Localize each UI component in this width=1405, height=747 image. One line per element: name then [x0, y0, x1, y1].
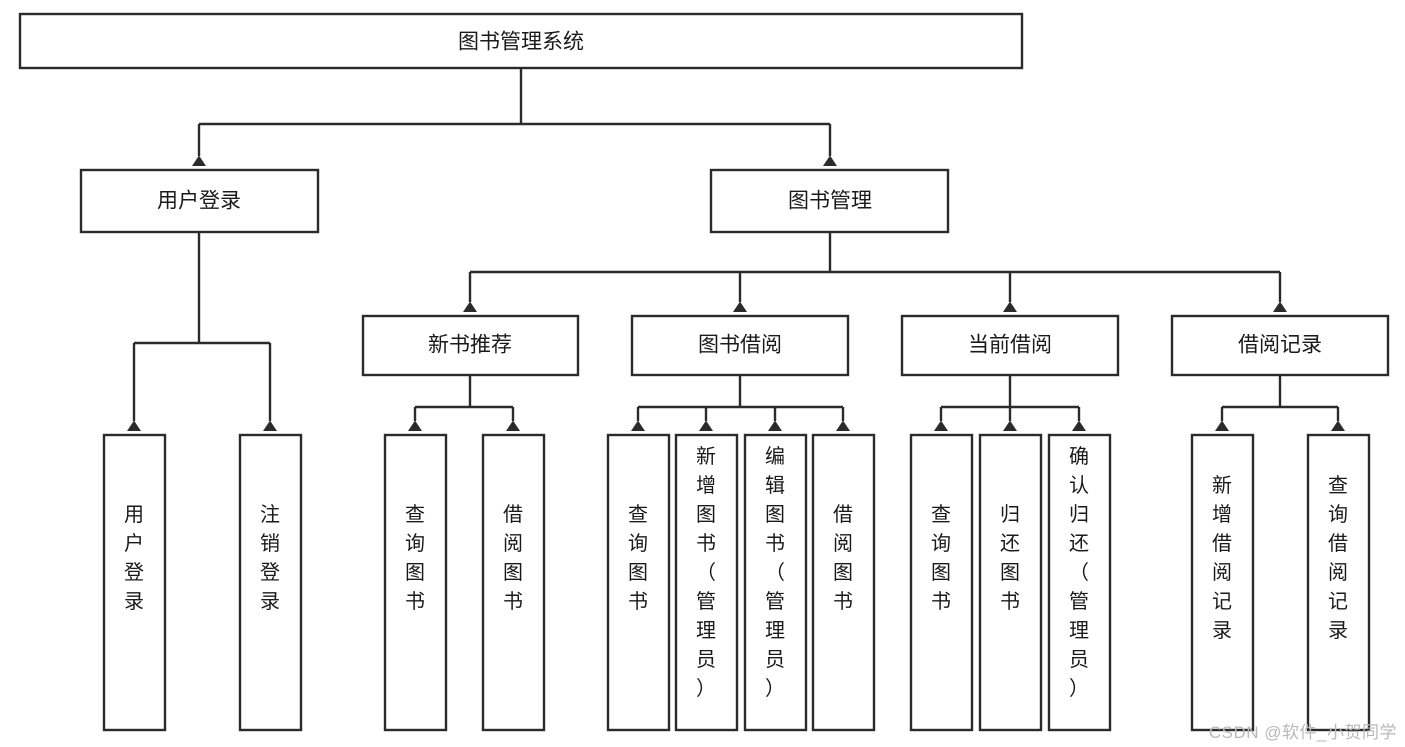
node-leaf-user-login-label: 用户登录 [124, 504, 144, 613]
node-leaf-borrow-book-2[interactable]: 借阅图书 [811, 433, 876, 732]
node-leaf-confirm-return[interactable]: 确认归还（管理员） [1047, 433, 1112, 732]
node-book-manage[interactable]: 图书管理 [709, 168, 950, 234]
node-leaf-logout-login-label: 注销登录 [260, 503, 280, 613]
node-root-box[interactable] [18, 12, 1024, 70]
node-new-book-recommend-box[interactable] [361, 314, 580, 377]
connector-group-current-borrow [934, 375, 1086, 431]
node-leaf-return-book-label: 归还图书 [1000, 503, 1020, 613]
node-leaf-borrow-book-2-label: 借阅图书 [833, 503, 853, 613]
node-leaf-query-book-2[interactable]: 查询图书 [606, 433, 671, 732]
node-current-borrow-label: 当前借阅 [968, 334, 1052, 357]
node-book-borrow-label: 图书借阅 [698, 334, 782, 357]
node-book-manage-label: 图书管理 [788, 190, 872, 213]
node-leaf-query-book-1-box[interactable] [383, 433, 448, 732]
node-leaf-confirm-return-box[interactable] [1047, 433, 1112, 732]
node-leaf-logout-login[interactable]: 注销登录 [238, 433, 303, 732]
node-leaf-borrow-book-1-box[interactable] [481, 433, 546, 732]
node-leaf-logout-login-box[interactable] [238, 433, 303, 732]
node-leaf-borrow-book-1[interactable]: 借阅图书 [481, 433, 546, 732]
connector-group-root [192, 68, 837, 166]
node-leaf-confirm-return-label: 确认归还（管理员） [1069, 445, 1089, 700]
node-leaf-return-book[interactable]: 归还图书 [978, 433, 1043, 732]
node-leaf-user-login-box[interactable] [102, 433, 167, 732]
node-leaf-query-book-3-label: 查询图书 [931, 503, 951, 613]
node-leaf-borrow-book-1-label: 借阅图书 [503, 503, 523, 613]
node-leaf-query-book-3[interactable]: 查询图书 [909, 433, 974, 732]
node-leaf-query-book-2-box[interactable] [606, 433, 671, 732]
csdn-watermark: CSDN @软件_小贺同学 [1208, 723, 1397, 742]
node-book-manage-box[interactable] [709, 168, 950, 234]
node-leaf-add-record[interactable]: 新增借阅记录 [1190, 433, 1255, 732]
node-leaf-add-book-label: 新增图书（管理员） [696, 445, 716, 700]
node-leaf-query-book-1-label: 查询图书 [405, 503, 425, 613]
node-user-login-box[interactable] [79, 168, 320, 234]
node-leaf-add-book-box[interactable] [674, 433, 739, 732]
node-current-borrow[interactable]: 当前借阅 [900, 314, 1120, 377]
connector-group-borrow-record [1215, 375, 1345, 431]
node-leaf-user-login[interactable]: 用户登录 [102, 433, 167, 732]
node-borrow-record-box[interactable] [1170, 314, 1390, 377]
node-leaf-query-record-label: 查询借阅记录 [1328, 474, 1348, 642]
connector-group-user-login [127, 232, 277, 431]
connector-group-book-manage [463, 232, 1287, 312]
node-leaf-add-record-box[interactable] [1190, 433, 1255, 732]
connector-group-book-borrow [631, 375, 850, 431]
node-leaf-return-book-box[interactable] [978, 433, 1043, 732]
node-user-login-label: 用户登录 [157, 190, 241, 213]
node-book-borrow-box[interactable] [630, 314, 850, 377]
connector-group-new-book-recommend [408, 375, 520, 431]
node-leaf-edit-book[interactable]: 编辑图书（管理员） [743, 433, 808, 732]
node-leaf-query-book-1[interactable]: 查询图书 [383, 433, 448, 732]
node-new-book-recommend-label: 新书推荐 [428, 334, 512, 357]
node-borrow-record-label: 借阅记录 [1238, 334, 1322, 357]
node-leaf-add-record-label: 新增借阅记录 [1212, 474, 1232, 642]
node-root-label: 图书管理系统 [458, 31, 584, 54]
node-new-book-recommend[interactable]: 新书推荐 [361, 314, 580, 377]
node-leaf-edit-book-label: 编辑图书（管理员） [765, 445, 785, 700]
node-current-borrow-box[interactable] [900, 314, 1120, 377]
node-leaf-query-record[interactable]: 查询借阅记录 [1306, 433, 1371, 732]
node-leaf-query-book-3-box[interactable] [909, 433, 974, 732]
node-leaf-query-record-box[interactable] [1306, 433, 1371, 732]
node-borrow-record[interactable]: 借阅记录 [1170, 314, 1390, 377]
node-leaf-add-book[interactable]: 新增图书（管理员） [674, 433, 739, 732]
node-leaf-edit-book-box[interactable] [743, 433, 808, 732]
node-user-login[interactable]: 用户登录 [79, 168, 320, 234]
node-book-borrow[interactable]: 图书借阅 [630, 314, 850, 377]
node-root[interactable]: 图书管理系统 [18, 12, 1024, 70]
node-leaf-query-book-2-label: 查询图书 [628, 503, 648, 613]
node-leaf-borrow-book-2-box[interactable] [811, 433, 876, 732]
